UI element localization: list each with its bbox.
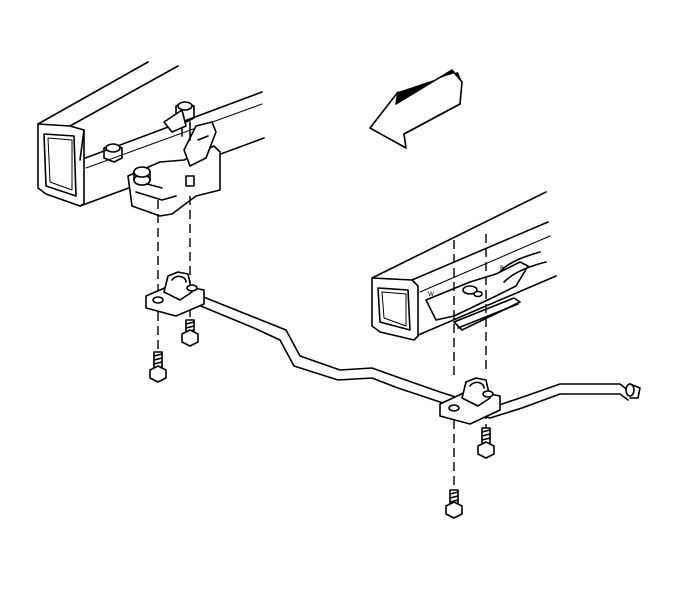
forward-direction-arrow-icon [369, 69, 463, 149]
bolt-icon [181, 319, 199, 347]
svg-text:R: R [500, 265, 504, 272]
stabilizer-bar-icon [149, 293, 641, 419]
bolt-icon [477, 427, 495, 459]
frame-rail-left-icon [37, 61, 265, 207]
frame-rail-right-icon: W R [371, 191, 557, 341]
bolt-icon [149, 351, 167, 383]
left-bushing-clamp [145, 271, 205, 317]
bolt-icon [445, 489, 463, 519]
right-bushing-clamp [439, 377, 501, 425]
left-bracket-assembly [103, 101, 221, 217]
svg-text:W: W [428, 291, 434, 298]
